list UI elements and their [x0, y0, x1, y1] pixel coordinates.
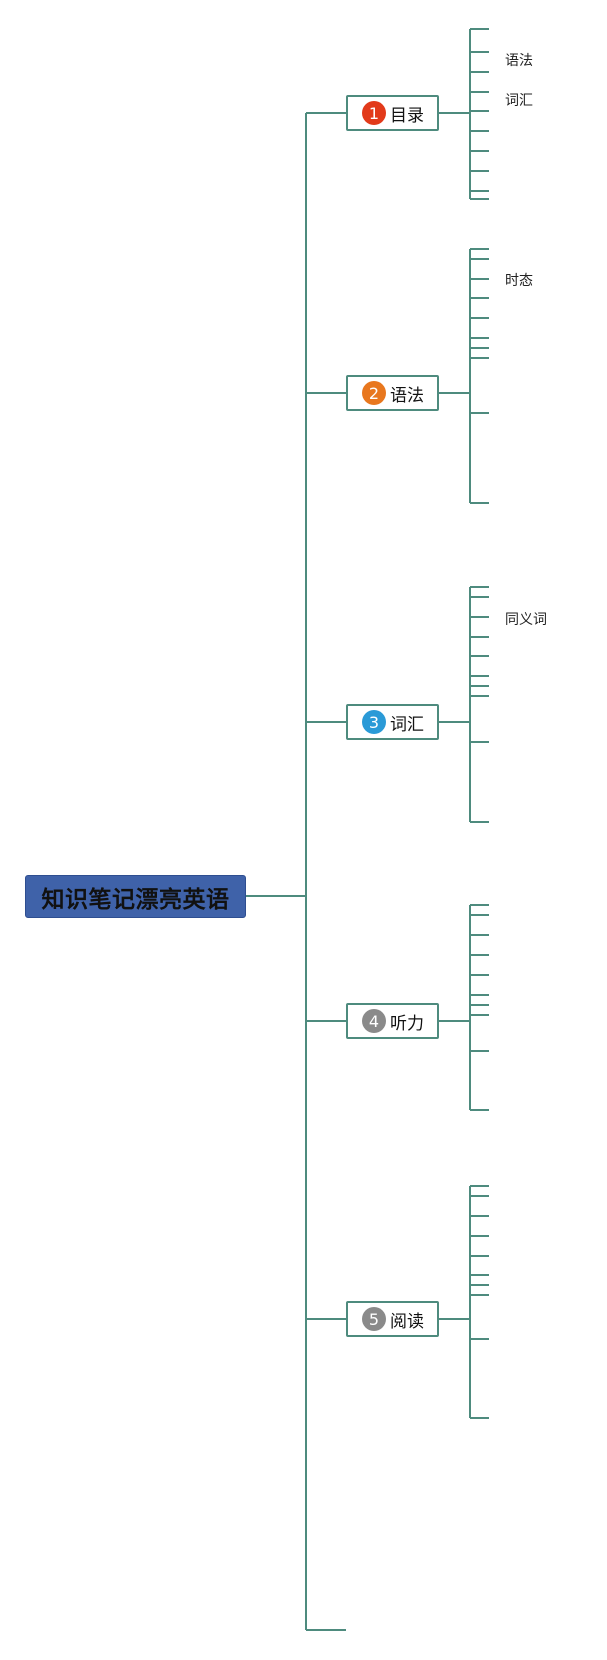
branch-topic-label: 阅读 [390, 1311, 424, 1332]
branch-topic-label: 语法 [390, 385, 424, 406]
branch-topic-label: 听力 [390, 1013, 424, 1034]
branch-topic-grammar[interactable]: 2 语法 [346, 375, 439, 411]
number-badge-icon: 3 [362, 710, 386, 734]
subtopic-label[interactable]: 词汇 [505, 93, 533, 109]
number-badge-icon: 5 [362, 1307, 386, 1331]
number-badge-icon: 2 [362, 381, 386, 405]
number-badge-icon: 1 [362, 101, 386, 125]
root-topic-label: 知识笔记漂亮英语 [41, 886, 230, 913]
branch-topic-listening[interactable]: 4 听力 [346, 1003, 439, 1039]
branch-topic-vocabulary[interactable]: 3 词汇 [346, 704, 439, 740]
subtopic-label[interactable]: 语法 [505, 53, 533, 69]
number-badge-icon: 4 [362, 1009, 386, 1033]
subtopic-label[interactable]: 时态 [505, 273, 533, 289]
subtopic-label[interactable]: 同义词 [505, 612, 547, 628]
root-topic[interactable]: 知识笔记漂亮英语 [25, 875, 246, 918]
branch-topic-reading[interactable]: 5 阅读 [346, 1301, 439, 1337]
branch-topic-label: 目录 [390, 105, 424, 126]
branch-topic-contents[interactable]: 1 目录 [346, 95, 439, 131]
branch-topic-label: 词汇 [390, 714, 424, 735]
